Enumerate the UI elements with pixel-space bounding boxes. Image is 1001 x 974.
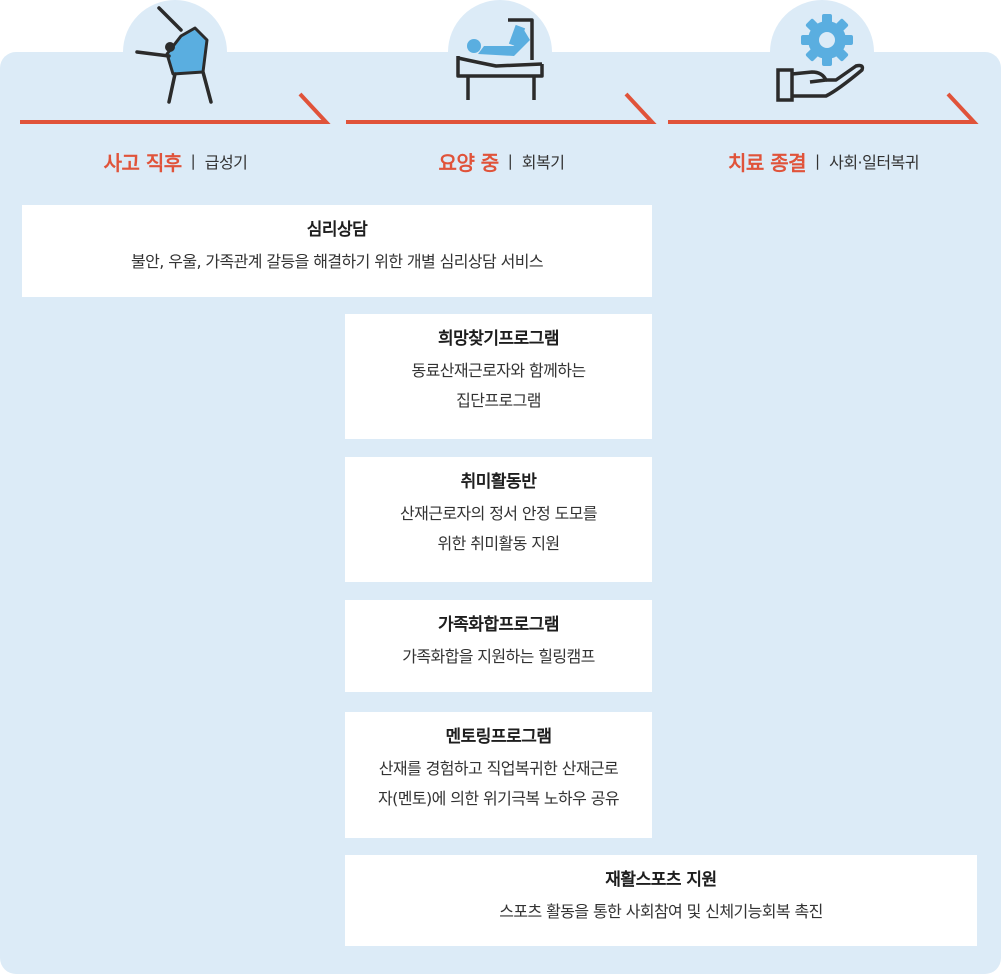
- program-desc: 산재를 경험하고 직업복귀한 산재근로 자(멘토)에 의한 위기극복 노하우 공…: [345, 754, 652, 814]
- program-box-family: 가족화합프로그램 가족화합을 지원하는 힐링캠프: [345, 600, 652, 692]
- program-desc: 동료산재근로자와 함께하는 집단프로그램: [345, 356, 652, 416]
- program-desc-line: 스포츠 활동을 통한 사회참여 및 신체기능회복 촉진: [499, 902, 823, 921]
- program-desc-line: 자(멘토)에 의한 위기극복 노하우 공유: [377, 789, 620, 808]
- program-desc-line: 위한 취미활동 지원: [437, 534, 561, 553]
- program-desc-line: 산재를 경험하고 직업복귀한 산재근로: [378, 759, 619, 778]
- stage-subtitle: 사회·일터복귀: [829, 153, 920, 172]
- hand-gear-icon: [776, 14, 865, 102]
- program-box-hobby: 취미활동반 산재근로자의 정서 안정 도모를 위한 취미활동 지원: [345, 457, 652, 582]
- stage-arrow-3: [668, 92, 979, 124]
- program-desc-line: 불안, 우울, 가족관계 갈등을 해결하기 위한 개별 심리상담 서비스: [131, 252, 544, 271]
- program-box-rehab-sports: 재활스포츠 지원 스포츠 활동을 통한 사회참여 및 신체기능회복 촉진: [345, 855, 977, 946]
- program-title: 희망찾기프로그램: [437, 329, 560, 349]
- program-desc-line: 산재근로자의 정서 안정 도모를: [399, 504, 598, 523]
- stage-subtitle: 회복기: [521, 153, 565, 172]
- stage-title: 치료 종결: [727, 150, 807, 175]
- program-title: 심리상담: [306, 220, 368, 240]
- stage-separator: |: [815, 152, 821, 170]
- program-box-psych-counseling: 심리상담 불안, 우울, 가족관계 갈등을 해결하기 위한 개별 심리상담 서비…: [22, 205, 652, 297]
- program-title: 재활스포츠 지원: [605, 870, 717, 890]
- stage-subtitle: 급성기: [204, 153, 248, 172]
- program-desc-line: 동료산재근로자와 함께하는: [411, 361, 587, 380]
- program-title: 멘토링프로그램: [445, 727, 552, 747]
- stage-arrow-1: [20, 92, 331, 124]
- program-desc-line: 가족화합을 지원하는 힐링캠프: [402, 647, 595, 666]
- stage-label-1: 사고 직후 | 급성기: [18, 146, 333, 176]
- program-desc: 산재근로자의 정서 안정 도모를 위한 취미활동 지원: [345, 499, 652, 559]
- program-box-mentoring: 멘토링프로그램 산재를 경험하고 직업복귀한 산재근로 자(멘토)에 의한 위기…: [345, 712, 652, 838]
- program-desc: 스포츠 활동을 통한 사회참여 및 신체기능회복 촉진: [345, 897, 977, 927]
- program-desc: 불안, 우울, 가족관계 갈등을 해결하기 위한 개별 심리상담 서비스: [22, 247, 652, 277]
- program-desc: 가족화합을 지원하는 힐링캠프: [345, 642, 652, 672]
- injured-person-icon: [135, 6, 213, 104]
- stage-title: 요양 중: [438, 150, 500, 175]
- program-desc-line: 집단프로그램: [456, 391, 541, 410]
- stage-separator: |: [190, 152, 196, 170]
- hospital-bed-icon: [456, 18, 544, 100]
- stage-separator: |: [507, 152, 513, 170]
- stage-title: 사고 직후: [103, 150, 183, 175]
- program-title: 가족화합프로그램: [437, 615, 560, 635]
- stage-label-3: 치료 종결 | 사회·일터복귀: [666, 146, 981, 176]
- stage-label-2: 요양 중 | 회복기: [344, 146, 659, 176]
- program-title: 취미활동반: [460, 472, 537, 492]
- program-box-hope: 희망찾기프로그램 동료산재근로자와 함께하는 집단프로그램: [345, 314, 652, 439]
- stage-arrow-2: [346, 92, 657, 124]
